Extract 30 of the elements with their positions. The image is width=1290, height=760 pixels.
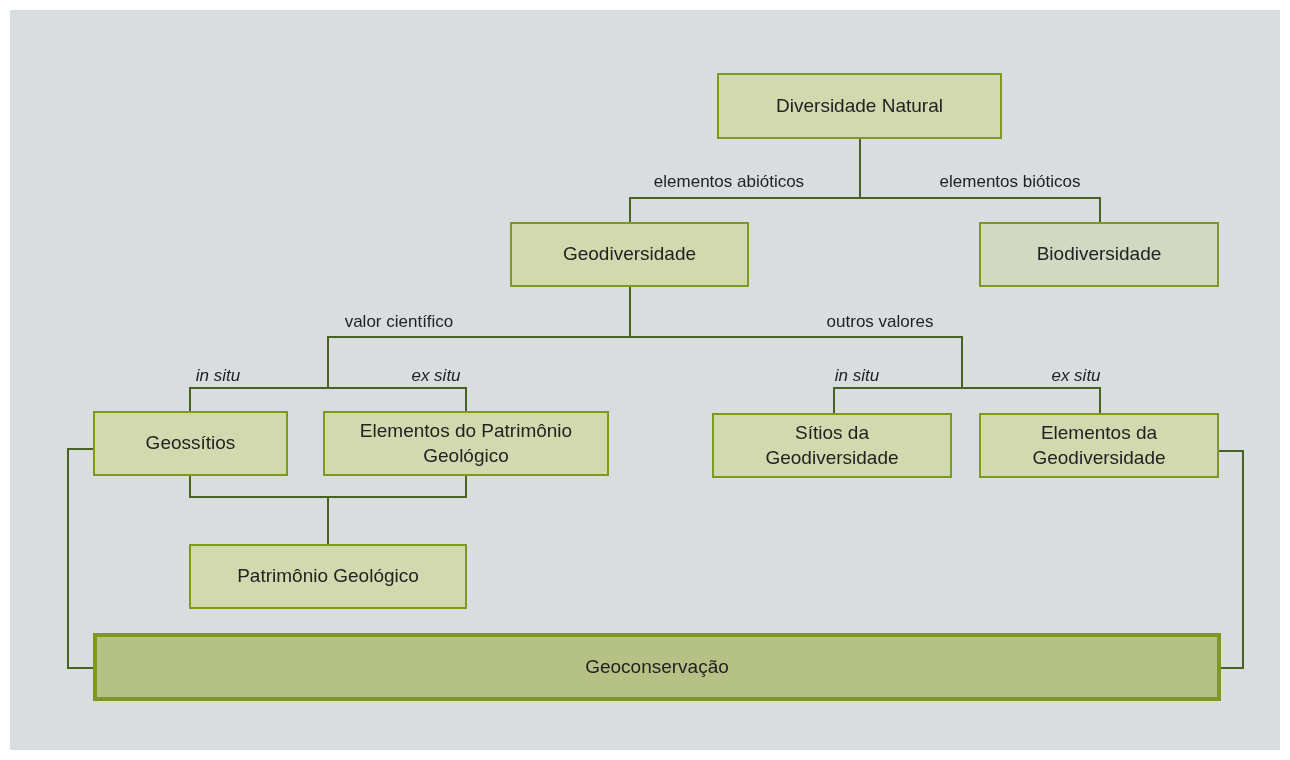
node-label: Geossítios [145, 431, 236, 456]
node-label: Elementos da Geodiversidade [1031, 420, 1167, 470]
concept-box [979, 413, 1219, 478]
edge-label: elementos abióticos [653, 172, 805, 192]
connector-line [1218, 450, 1244, 669]
node-label: Biodiversidade [1036, 242, 1162, 267]
branch-label: outros valores [826, 312, 934, 332]
edge-label: in situ [195, 366, 241, 386]
concept-box [510, 222, 749, 287]
concept-box [979, 222, 1219, 287]
node-label: Sítios da Geodiversidade [764, 420, 900, 470]
concept-box [717, 73, 1002, 139]
concept-box [323, 411, 609, 476]
edge-label: elementos bióticos [939, 172, 1081, 192]
node-label: Patrimônio Geológico [237, 564, 419, 589]
concept-box [93, 411, 288, 476]
edge-label: ex situ [1051, 366, 1101, 386]
node-label: Diversidade Natural [776, 93, 943, 118]
concept-box [189, 544, 467, 609]
connector-line [859, 138, 1101, 223]
edge-label: ex situ [411, 366, 461, 386]
conservation-bar [93, 633, 1221, 701]
concept-box [712, 413, 952, 478]
node-label: Elementos do Patrimônio Geológico [358, 418, 574, 468]
edge-label: in situ [834, 366, 880, 386]
branch-label: valor científico [344, 312, 454, 332]
node-label: Geodiversidade [562, 242, 697, 267]
connector-line [327, 475, 467, 545]
node-label: Geoconservação [585, 654, 729, 679]
connector-line [67, 448, 94, 669]
